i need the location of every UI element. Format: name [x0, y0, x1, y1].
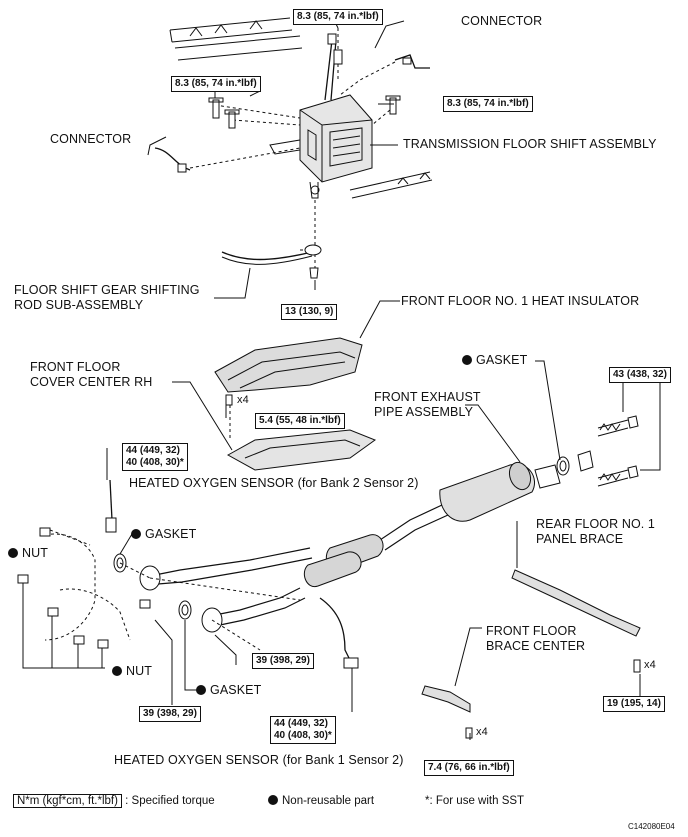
label-front-floor-heat-insulator: FRONT FLOOR NO. 1 HEAT INSULATOR	[401, 294, 640, 308]
label-front-floor-brace-line2: BRACE CENTER	[486, 639, 586, 653]
non-reusable-dot-icon	[196, 685, 206, 695]
non-reusable-dot-icon	[131, 529, 141, 539]
nut-lower-text: NUT	[126, 664, 152, 678]
non-reusable-dot-icon	[112, 666, 122, 676]
torque-sensor-bank1: 44 (449, 32) 40 (408, 30)*	[270, 716, 336, 744]
label-x4-rear-brace: x4	[644, 659, 656, 671]
label-floor-shift-rod-line2: ROD SUB-ASSEMBLY	[14, 298, 144, 312]
upper-chassis-rails	[169, 17, 433, 199]
oxygen-sensor-bank2-part	[105, 479, 117, 533]
legend-sst-note: *: For use with SST	[425, 795, 525, 807]
gasket-bottom-part	[178, 600, 192, 620]
front-floor-brace-center-part	[421, 685, 473, 739]
legend-torque: N*m (kgf*cm, ft.*lbf) : Specified torque	[13, 794, 215, 809]
label-x4-insulator: x4	[237, 394, 249, 406]
torque-shift-right: 8.3 (85, 74 in.*lbf)	[443, 96, 533, 112]
torque-shift-left: 8.3 (85, 74 in.*lbf)	[171, 76, 261, 92]
connector-top-part	[394, 54, 430, 69]
label-front-exhaust-pipe-line2: PIPE ASSEMBLY	[374, 405, 474, 419]
shift-bolts	[208, 49, 401, 129]
label-gasket-bottom: GASKET	[196, 683, 261, 698]
label-front-floor-brace-line1: FRONT FLOOR	[486, 624, 577, 638]
legend-non-reusable-text: Non-reusable part	[282, 795, 375, 807]
label-front-floor-cover-line1: FRONT FLOOR	[30, 360, 121, 374]
label-gasket-right: GASKET	[462, 353, 527, 368]
torque-rod: 13 (130, 9)	[281, 304, 338, 320]
torque-sensor-bank2: 44 (449, 32) 40 (408, 30)*	[122, 443, 188, 471]
label-x4-front-brace: x4	[476, 726, 488, 738]
label-heated-oxygen-sensor-bank2: HEATED OXYGEN SENSOR (for Bank 2 Sensor …	[129, 476, 419, 490]
torque-shift-top: 8.3 (85, 74 in.*lbf)	[293, 9, 383, 25]
torque-pipe-nut-left: 39 (398, 29)	[139, 706, 201, 722]
front-floor-cover-part	[226, 429, 377, 471]
torque-insulator: 5.4 (55, 48 in.*lbf)	[255, 413, 345, 429]
label-front-floor-cover-line2: COVER CENTER RH	[30, 375, 153, 389]
label-floor-shift-rod-line1: FLOOR SHIFT GEAR SHIFTING	[14, 283, 200, 297]
label-rear-floor-brace-line1: REAR FLOOR NO. 1	[536, 517, 655, 531]
label-connector-left: CONNECTOR	[50, 132, 132, 146]
gasket-right-part	[556, 456, 570, 476]
legend-torque-desc: : Specified torque	[125, 795, 215, 807]
legend-non-reusable: Non-reusable part	[268, 794, 374, 809]
oxygen-sensor-bank1-part	[319, 597, 359, 669]
label-heated-oxygen-sensor-bank1: HEATED OXYGEN SENSOR (for Bank 1 Sensor …	[114, 753, 404, 767]
leader-lines	[106, 20, 661, 740]
non-reusable-dot-icon	[8, 548, 18, 558]
left-nuts	[17, 527, 151, 649]
torque-sensor-bank1-b: 40 (408, 30)*	[274, 730, 332, 741]
torque-rear-brace: 19 (195, 14)	[603, 696, 665, 712]
insulator-bolt	[225, 394, 233, 406]
label-connector-top: CONNECTOR	[461, 14, 543, 28]
figure-code: C142080E04	[628, 822, 675, 831]
torque-sensor-bank2-a: 44 (449, 32)	[126, 445, 180, 456]
transmission-floor-shift-assembly	[269, 33, 373, 199]
label-nut-upper: NUT	[8, 546, 48, 561]
gasket-bottom-text: GASKET	[210, 683, 262, 697]
label-gasket-left: GASKET	[131, 527, 196, 542]
torque-sensor-bank2-b: 40 (408, 30)*	[126, 457, 184, 468]
nut-upper-text: NUT	[22, 546, 48, 560]
legend-torque-unit: N*m (kgf*cm, ft.*lbf)	[13, 794, 122, 808]
nut-leader-lines	[22, 583, 105, 669]
label-nut-lower: NUT	[112, 664, 152, 679]
label-front-exhaust-pipe-line1: FRONT EXHAUST	[374, 390, 481, 404]
gasket-left-text: GASKET	[145, 527, 197, 541]
non-reusable-dot-icon	[462, 355, 472, 365]
torque-front-brace: 7.4 (76, 66 in.*lbf)	[424, 760, 514, 776]
torque-rear-bolts: 43 (438, 32)	[609, 367, 671, 383]
non-reusable-dot-icon	[268, 795, 278, 805]
label-transmission-floor-shift-assembly: TRANSMISSION FLOOR SHIFT ASSEMBLY	[403, 137, 657, 151]
front-floor-heat-insulator-part	[214, 337, 363, 393]
gasket-right-text: GASKET	[476, 353, 528, 367]
rear-floor-panel-brace-part	[511, 569, 641, 673]
label-rear-floor-brace-line2: PANEL BRACE	[536, 532, 624, 546]
torque-sensor-bank1-a: 44 (449, 32)	[274, 718, 328, 729]
rear-bolts-with-springs	[577, 415, 639, 487]
manifold-outline	[44, 529, 301, 651]
torque-pipe-nut-right: 39 (398, 29)	[252, 653, 314, 669]
floor-shift-rod-part	[221, 244, 322, 279]
connector-left-part	[154, 147, 191, 173]
